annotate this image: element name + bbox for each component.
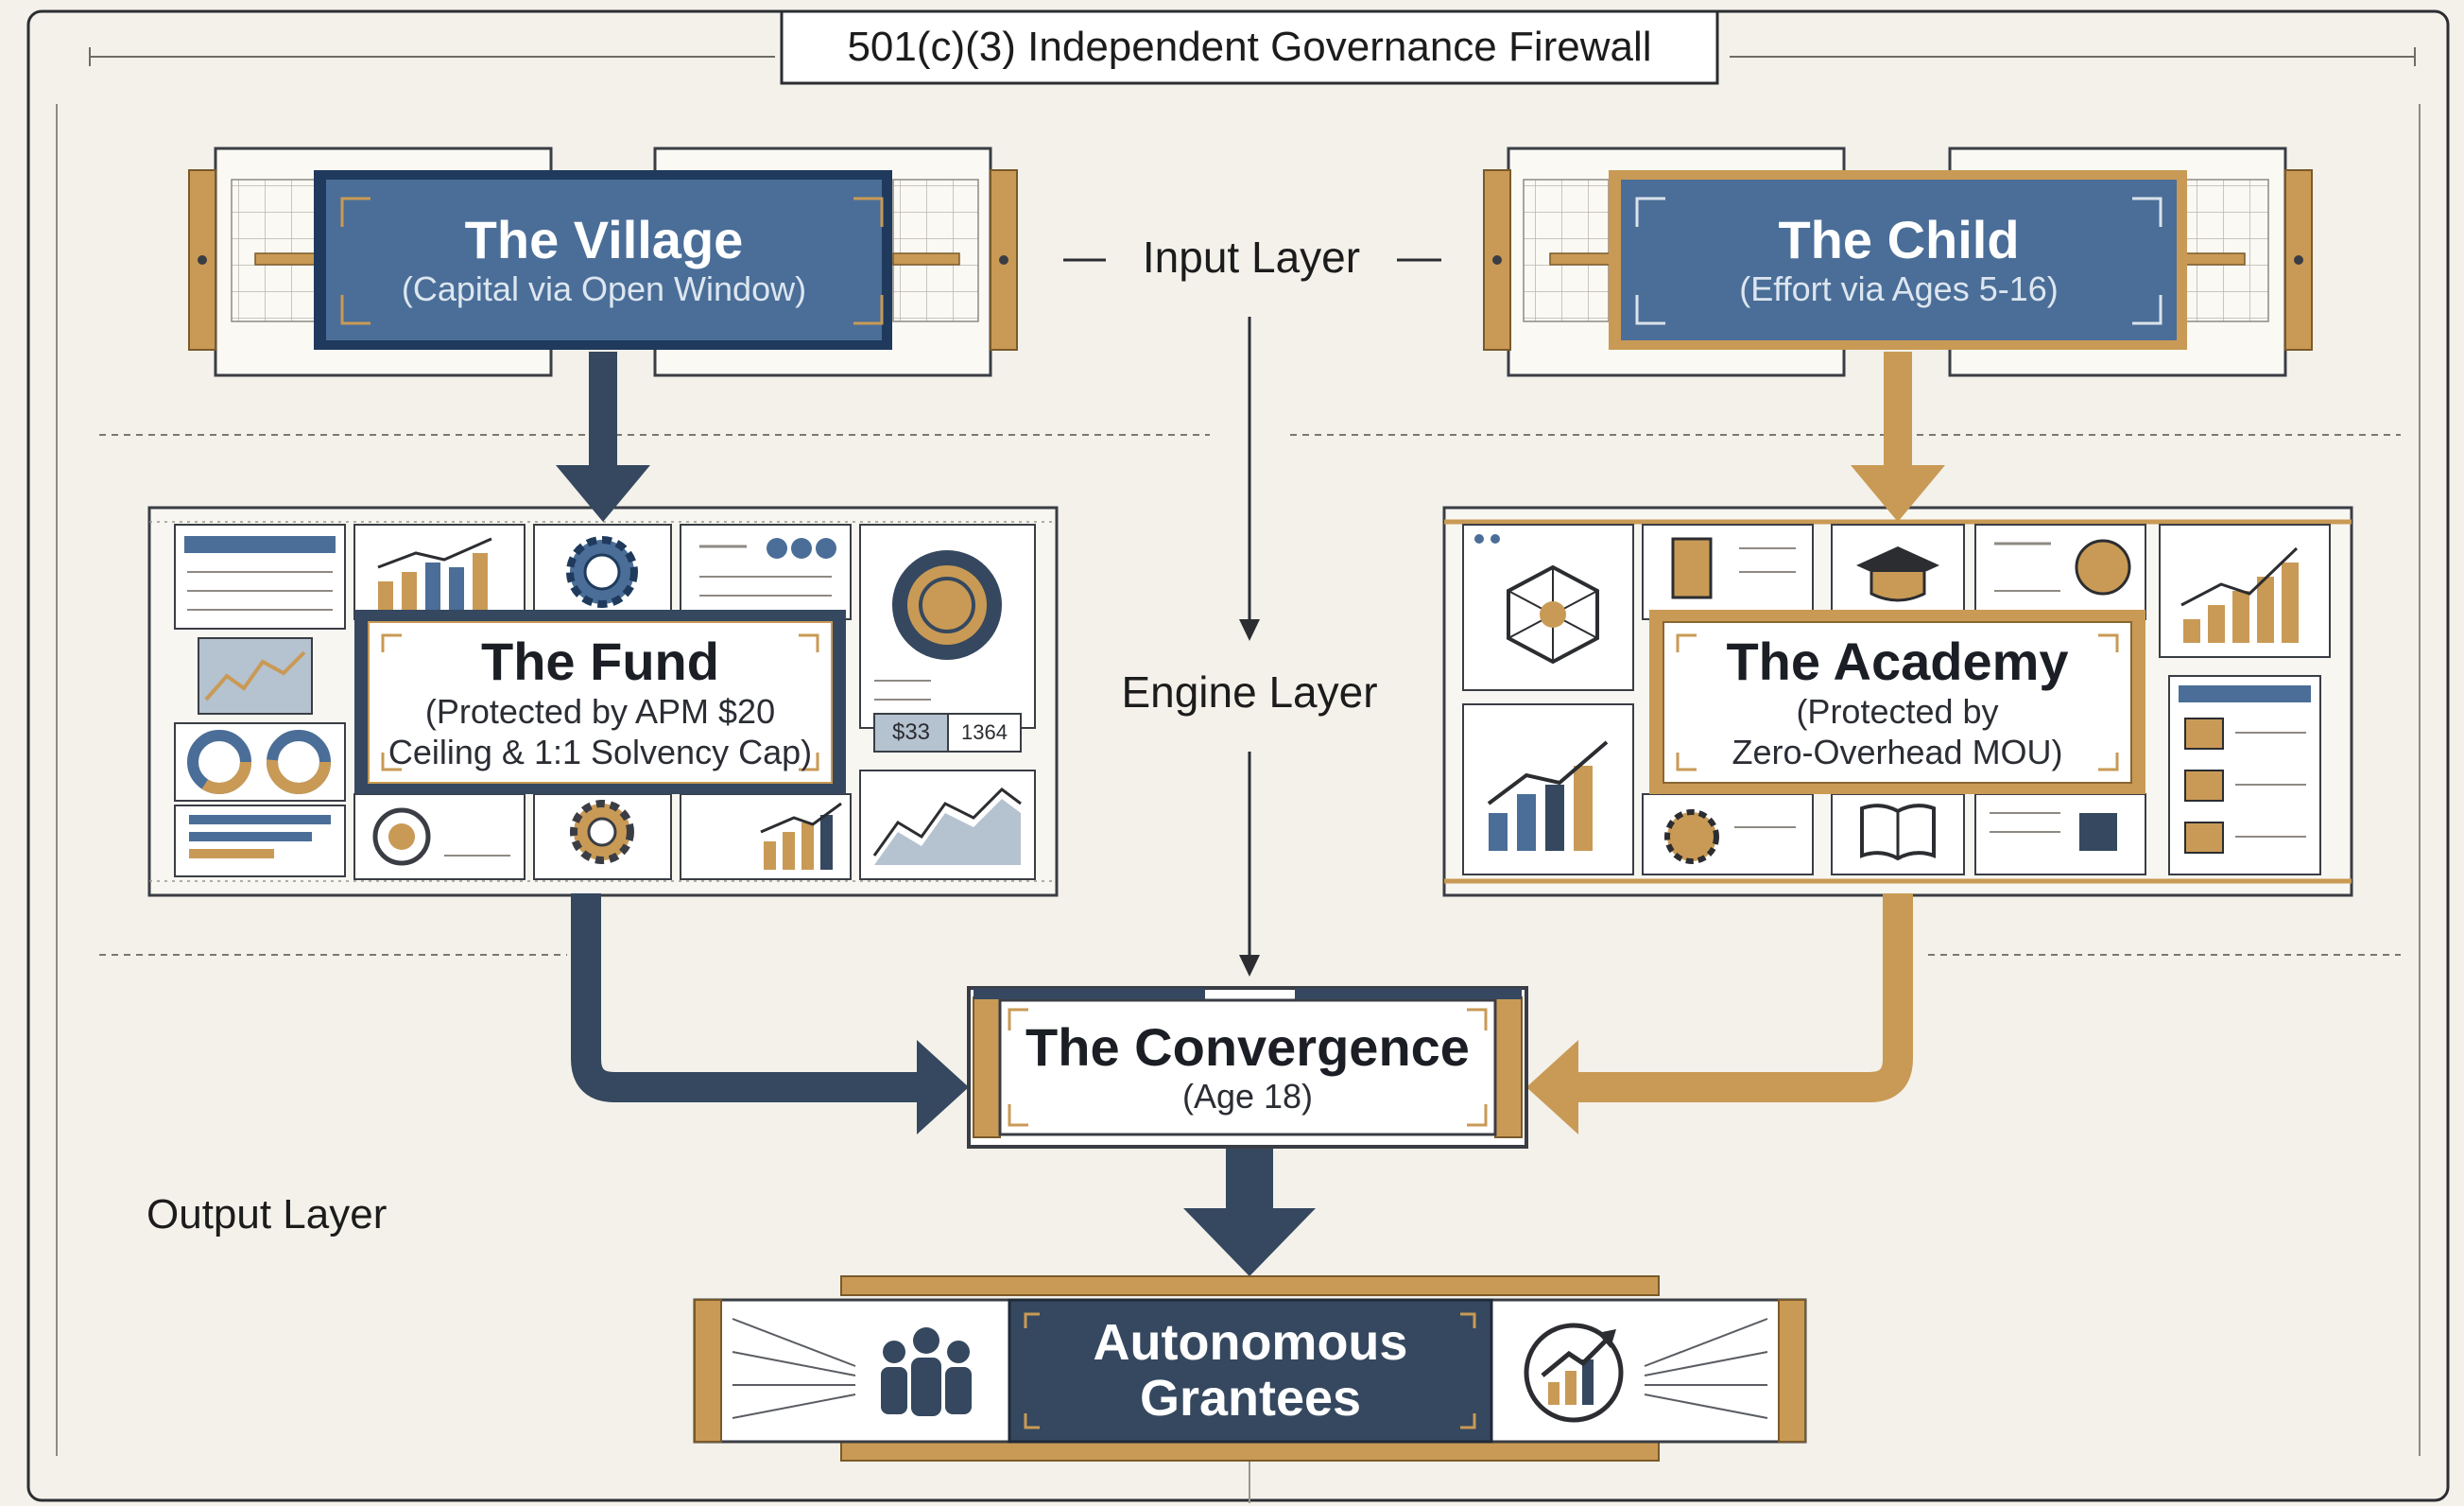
child-node (1483, 147, 2313, 377)
academy-text: The Academy (Protected by Zero-Overhead … (1663, 622, 2131, 783)
gear-icon (570, 800, 634, 864)
village-text: The Village (Capital via Open Window) (326, 180, 882, 340)
convergence-subtitle: (Age 18) (1181, 1077, 1314, 1117)
coin-icon (892, 550, 1002, 660)
grantees-title-line2: Grantees (1139, 1370, 1362, 1427)
village-node (188, 147, 1018, 377)
grantees-text: Autonomous Grantees (1009, 1300, 1491, 1442)
book-icon (1671, 537, 1713, 599)
convergence-title: The Convergence (1025, 1016, 1470, 1077)
center-flow-arrows (1063, 258, 1441, 977)
price-tag: $33 (891, 719, 931, 745)
fund-subtitle-line1: (Protected by APM $20 (424, 691, 776, 731)
academy-subtitle-line2: Zero-Overhead MOU) (1732, 732, 2063, 771)
fund-title: The Fund (481, 632, 719, 692)
page-title: 501(c)(3) Independent Governance Firewal… (847, 24, 1652, 70)
line-chart-icon (198, 637, 313, 715)
fund-node (147, 506, 1059, 897)
fund-text: The Fund (Protected by APM $20 Ceiling &… (369, 622, 832, 783)
title-box (780, 9, 1719, 85)
fund-subtitle-line2: Ceiling & 1:1 Solvency Cap) (388, 732, 813, 771)
network-icon (1507, 564, 1599, 665)
engine-layer-label: Engine Layer (1121, 667, 1378, 717)
flow-arrows (556, 352, 1945, 1276)
convergence-text: The Convergence (Age 18) (1000, 1000, 1495, 1134)
input-layer-label: Input Layer (1142, 233, 1361, 282)
layer-separators (99, 434, 2401, 1503)
convergence-node (967, 986, 1528, 1149)
dollar-gear-icon (566, 536, 638, 608)
outer-frame (26, 9, 2450, 1502)
child-text: The Child (Effort via Ages 5-16) (1621, 180, 2177, 340)
child-subtitle: (Effort via Ages 5-16) (1739, 269, 2059, 309)
graduation-cap-icon (1856, 546, 1939, 602)
academy-subtitle-line1: (Protected by (1796, 691, 1999, 731)
child-title: The Child (1778, 209, 2020, 269)
output-layer-label: Output Layer (146, 1191, 388, 1238)
grantees-title-line1: Autonomous (1093, 1313, 1408, 1371)
grantees-node (693, 1275, 1807, 1462)
village-title: The Village (464, 209, 744, 269)
academy-title: The Academy (1726, 632, 2069, 692)
academy-node (1442, 506, 2353, 897)
people-icon (881, 1327, 972, 1416)
growth-chart-icon (1524, 1323, 1624, 1423)
village-subtitle: (Capital via Open Window) (401, 269, 807, 309)
folder-icon (2184, 718, 2224, 854)
count-tag: 1364 (961, 720, 1008, 744)
